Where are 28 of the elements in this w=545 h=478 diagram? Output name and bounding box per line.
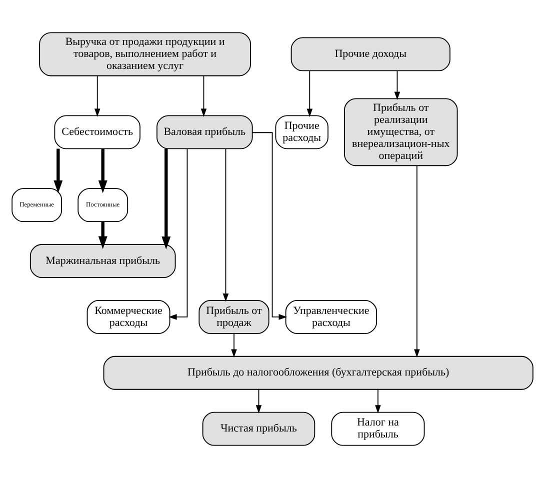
node-box: Прочие доходы [290, 37, 450, 72]
node-box: Выручка от продажи продукции и товаров, выполнением работ и оказанием услуг [39, 32, 251, 76]
node-box: Прибыль от реализации имущества, от внереализацион-ных операций [344, 98, 458, 166]
arrow [98, 148, 108, 194]
node-box: Прибыль до налогообложения (бухгалтерская прибыль) [103, 356, 534, 390]
arrow [54, 148, 63, 194]
arrow [168, 148, 188, 320]
arrow [231, 333, 237, 358]
arrow [394, 70, 400, 100]
node-box: Прочие расходы [275, 115, 328, 150]
arrow [94, 75, 100, 117]
node-box: Коммерческие расходы [86, 300, 170, 334]
arrow [200, 75, 207, 117]
arrow [375, 389, 381, 414]
node-box: Налог на прибыль [331, 412, 425, 446]
arrow [252, 132, 288, 320]
node-box: Валовая прибыль [156, 115, 253, 150]
node-box: Управленческие расходы [285, 300, 378, 334]
arrow [162, 148, 171, 250]
arrow [414, 165, 420, 358]
node-box: Маржинальная прибыль [30, 244, 176, 278]
arrow [306, 70, 313, 118]
node-box: Чистая прибыль [202, 412, 316, 446]
arrow [222, 148, 229, 302]
node-box: Себестоимость [54, 115, 140, 150]
node-box: Прибыль от продаж [198, 300, 270, 334]
arrow [98, 222, 108, 250]
arrow [256, 389, 262, 414]
